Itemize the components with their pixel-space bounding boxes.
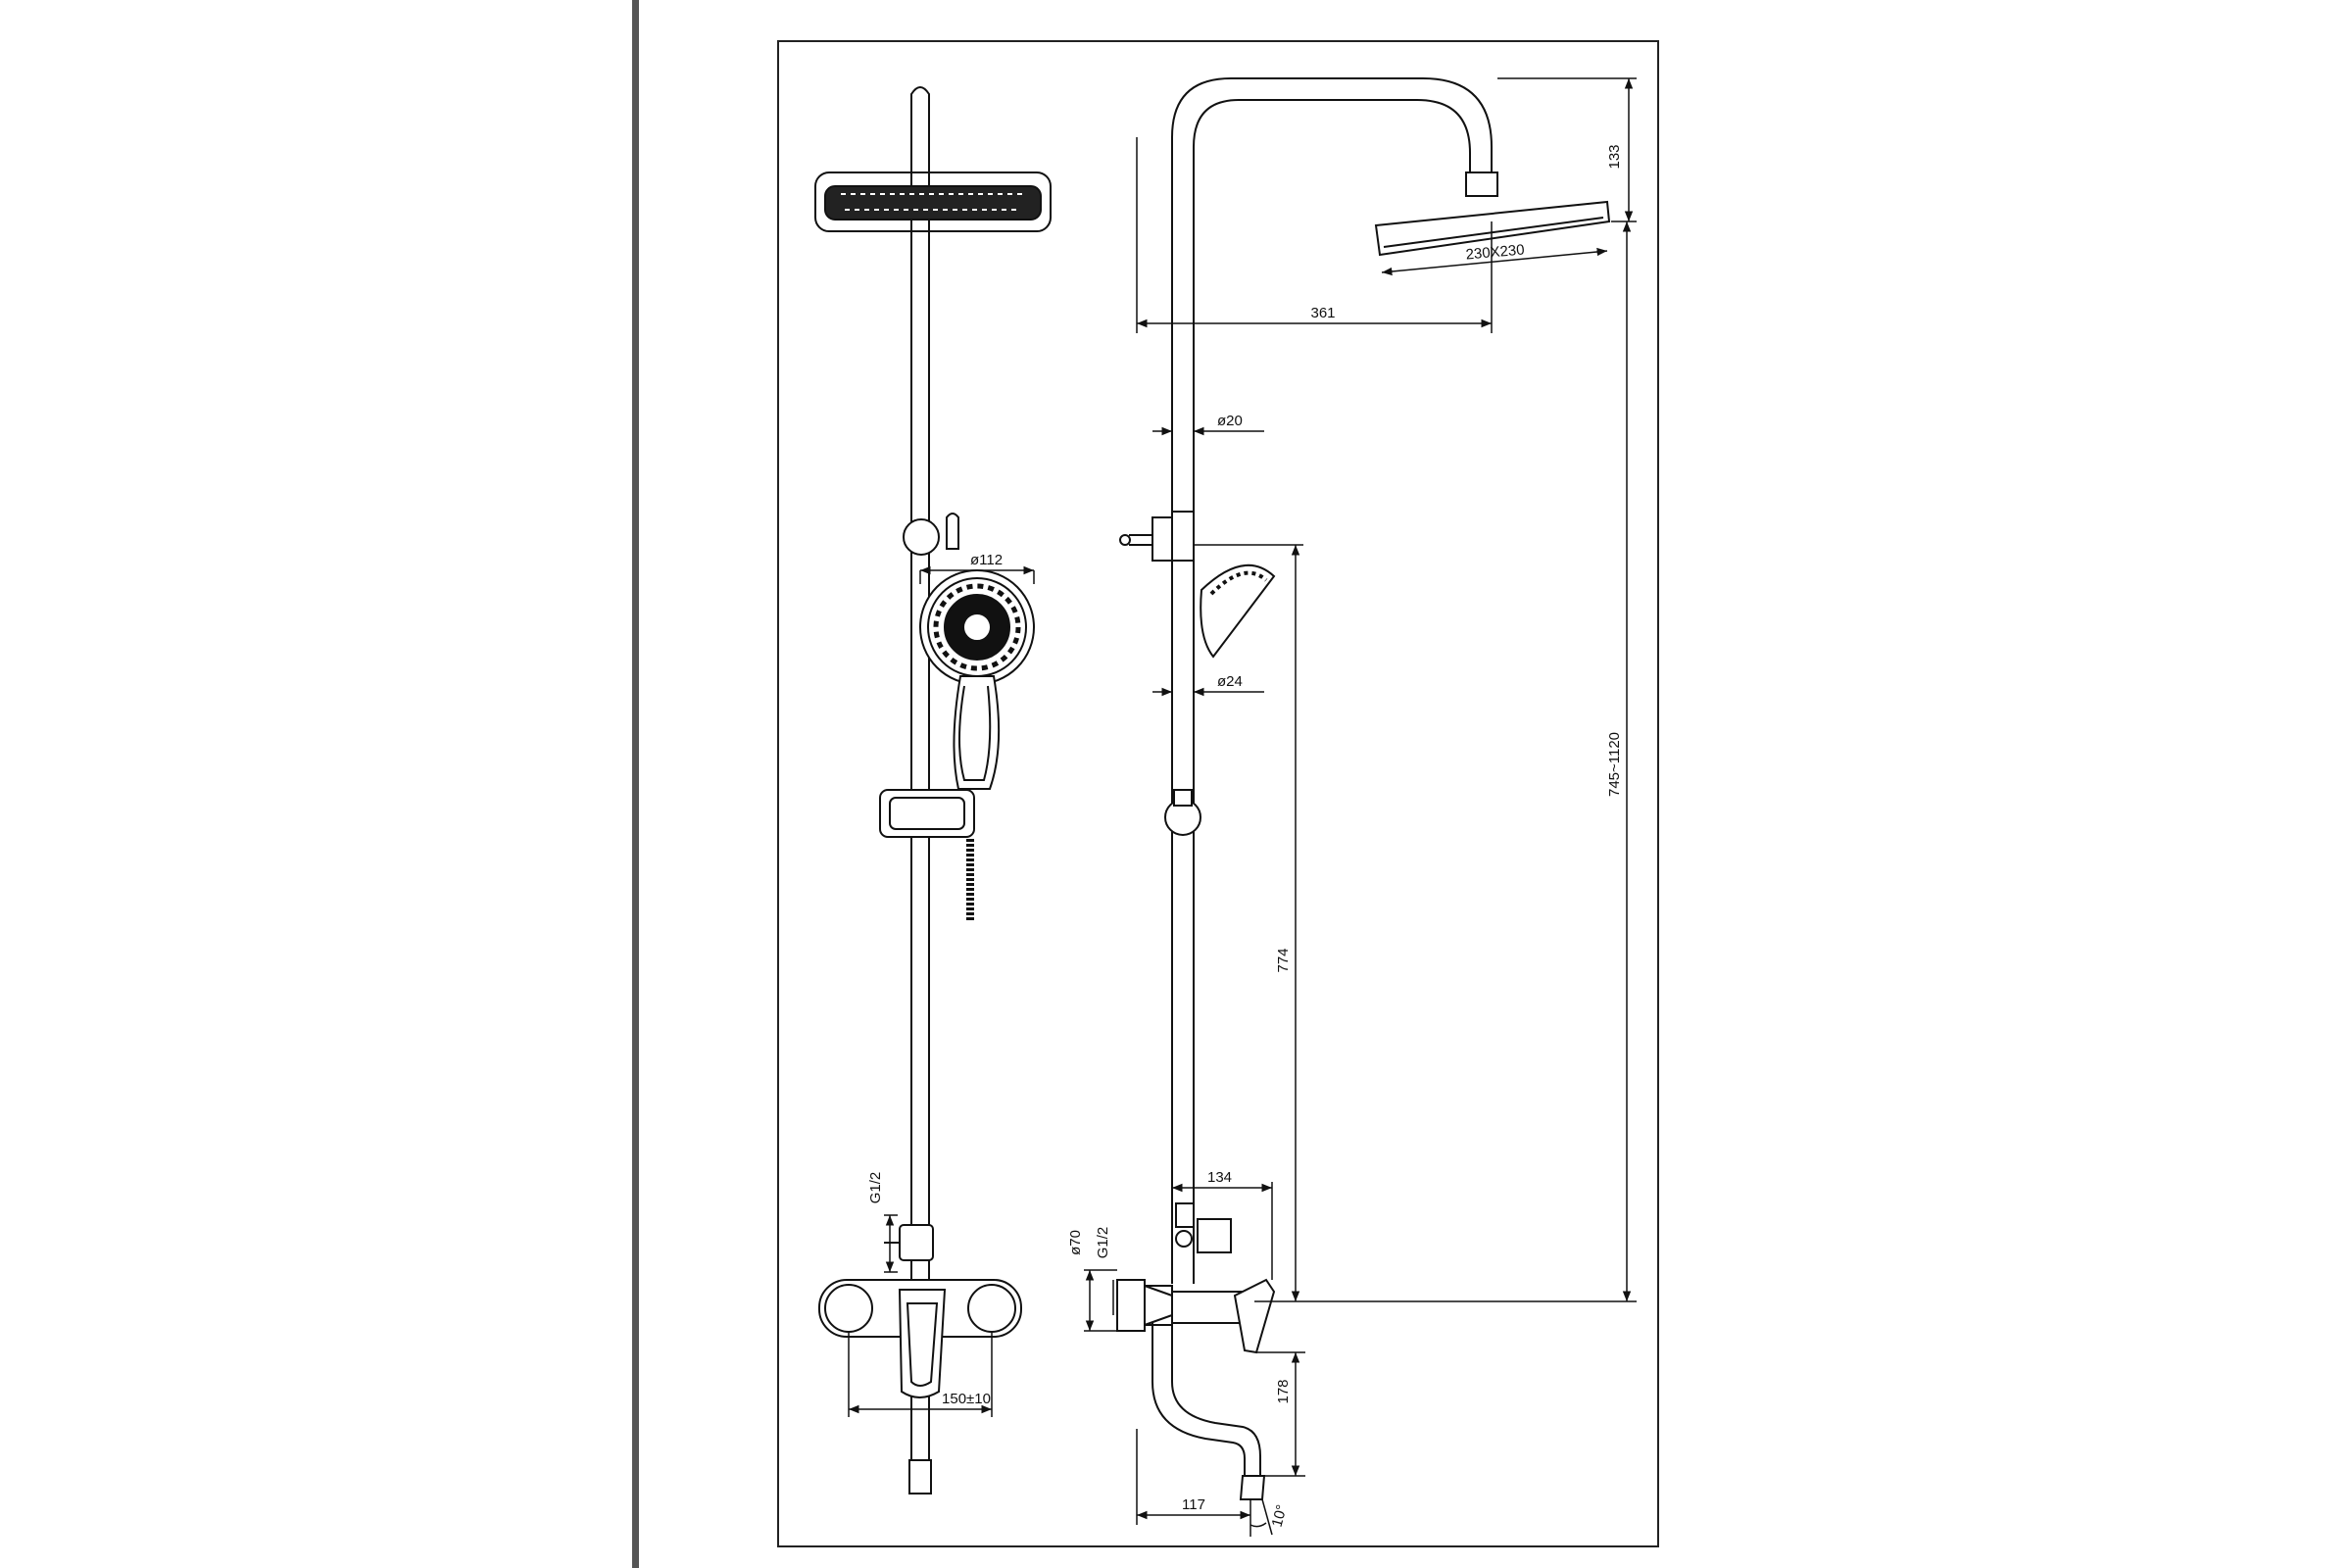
side-wall-flange bbox=[1116, 1279, 1146, 1332]
front-lever bbox=[898, 1289, 947, 1398]
front-view bbox=[814, 86, 1052, 1494]
drawing-frame bbox=[777, 40, 1659, 1547]
dim-178: 178 bbox=[1275, 1379, 1292, 1403]
side-lever bbox=[1233, 1278, 1276, 1354]
front-hand-shower bbox=[919, 569, 1035, 790]
dimension-labels: 133 230X230 361 ø20 ø112 ø24 745~1120 77… bbox=[867, 144, 1623, 1529]
side-hand-shower bbox=[1200, 564, 1276, 659]
front-rain-nozzles bbox=[841, 193, 1025, 211]
dim-front-thread: G1/2 bbox=[867, 1172, 884, 1204]
side-diverter bbox=[1175, 1202, 1195, 1228]
front-rain-head bbox=[814, 172, 1052, 232]
dim-centres: 150±10 bbox=[942, 1391, 991, 1407]
front-slider bbox=[879, 789, 975, 838]
dim-total-height-range: 745~1120 bbox=[1606, 732, 1623, 797]
dim-riser-diameter: ø20 bbox=[1217, 413, 1243, 429]
front-pipe-end bbox=[908, 1459, 932, 1494]
front-hook bbox=[946, 513, 959, 550]
dim-escutcheon-diameter: ø70 bbox=[1067, 1230, 1084, 1255]
dim-slide-bar-diameter: ø24 bbox=[1217, 673, 1243, 690]
dim-117: 117 bbox=[1182, 1496, 1205, 1513]
left-page-edge bbox=[632, 0, 639, 1568]
front-wall-bracket bbox=[903, 518, 940, 556]
dim-361: 361 bbox=[1310, 305, 1335, 321]
dim-side-thread: G1/2 bbox=[1095, 1227, 1111, 1259]
dim-230x230: 230X230 bbox=[1465, 241, 1525, 263]
dimension-lines bbox=[848, 77, 1637, 1537]
side-view bbox=[1116, 77, 1611, 1500]
dim-133: 133 bbox=[1606, 144, 1623, 169]
front-rain-head-face bbox=[824, 185, 1042, 220]
dim-774: 774 bbox=[1275, 948, 1292, 972]
front-diverter bbox=[899, 1224, 934, 1261]
side-rain-head bbox=[1374, 200, 1611, 257]
side-head-connector bbox=[1465, 172, 1498, 197]
side-riser-arm bbox=[1171, 77, 1493, 1284]
dim-hand-shower-diameter: ø112 bbox=[970, 552, 1003, 568]
dim-134: 134 bbox=[1207, 1169, 1232, 1186]
dim-spout-angle: 10° bbox=[1269, 1503, 1291, 1529]
